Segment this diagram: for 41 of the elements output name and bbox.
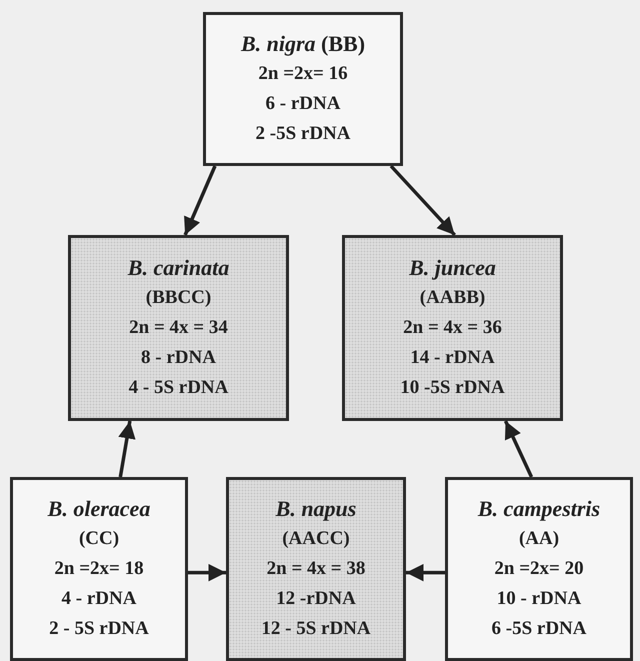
arrow [118, 420, 136, 478]
genome-data: (AABB) [420, 286, 486, 310]
genome-data: 6 - rDNA [266, 92, 340, 116]
genome-data: 12 - 5S rDNA [261, 617, 371, 641]
species-name: B. napus [276, 495, 356, 523]
genome-data: 2 - 5S rDNA [49, 617, 149, 641]
genome-data: 14 - rDNA [410, 346, 495, 370]
genome-data: (BBCC) [146, 286, 212, 310]
genome-data: 10 -5S rDNA [400, 376, 505, 400]
species-box [226, 477, 406, 661]
arrow [188, 564, 226, 582]
genome-data: 6 -5S rDNA [492, 617, 586, 641]
species-box [445, 477, 633, 661]
genome-data: 2n =2x= 18 [54, 557, 144, 581]
genome-data: 4 - rDNA [62, 587, 136, 611]
species-name: B. campestris [478, 495, 600, 523]
species-box [203, 12, 403, 166]
genome-data: 2 -5S rDNA [256, 122, 350, 146]
species-box [342, 235, 563, 421]
genome-data: 4 - 5S rDNA [128, 376, 228, 400]
species-box [68, 235, 289, 421]
genome-data: 2n = 4x = 34 [129, 316, 228, 340]
arrow [390, 164, 456, 236]
genome-data: 2n = 4x = 38 [266, 557, 366, 581]
genome-data: (CC) [78, 527, 120, 551]
genome-data: 2n =2x= 16 [258, 62, 348, 86]
genome-data: (AACC) [282, 527, 350, 551]
genome-data: 12 -rDNA [276, 587, 356, 611]
species-name: B. juncea [409, 254, 496, 282]
arrow [406, 564, 445, 582]
genome-data: 8 - rDNA [141, 346, 216, 370]
species-name: B. oleracea [48, 495, 150, 523]
genome-data: 2n = 4x = 36 [403, 316, 502, 340]
species-name: B. carinata [128, 254, 230, 282]
genome-data: (AA) [518, 527, 560, 551]
arrow [504, 420, 534, 478]
species-name: B. nigra (BB) [240, 30, 366, 58]
genome-data: 10 - rDNA [496, 587, 582, 611]
genome-data: 2n =2x= 20 [494, 557, 584, 581]
species-box [10, 477, 188, 661]
arrow [184, 165, 217, 236]
